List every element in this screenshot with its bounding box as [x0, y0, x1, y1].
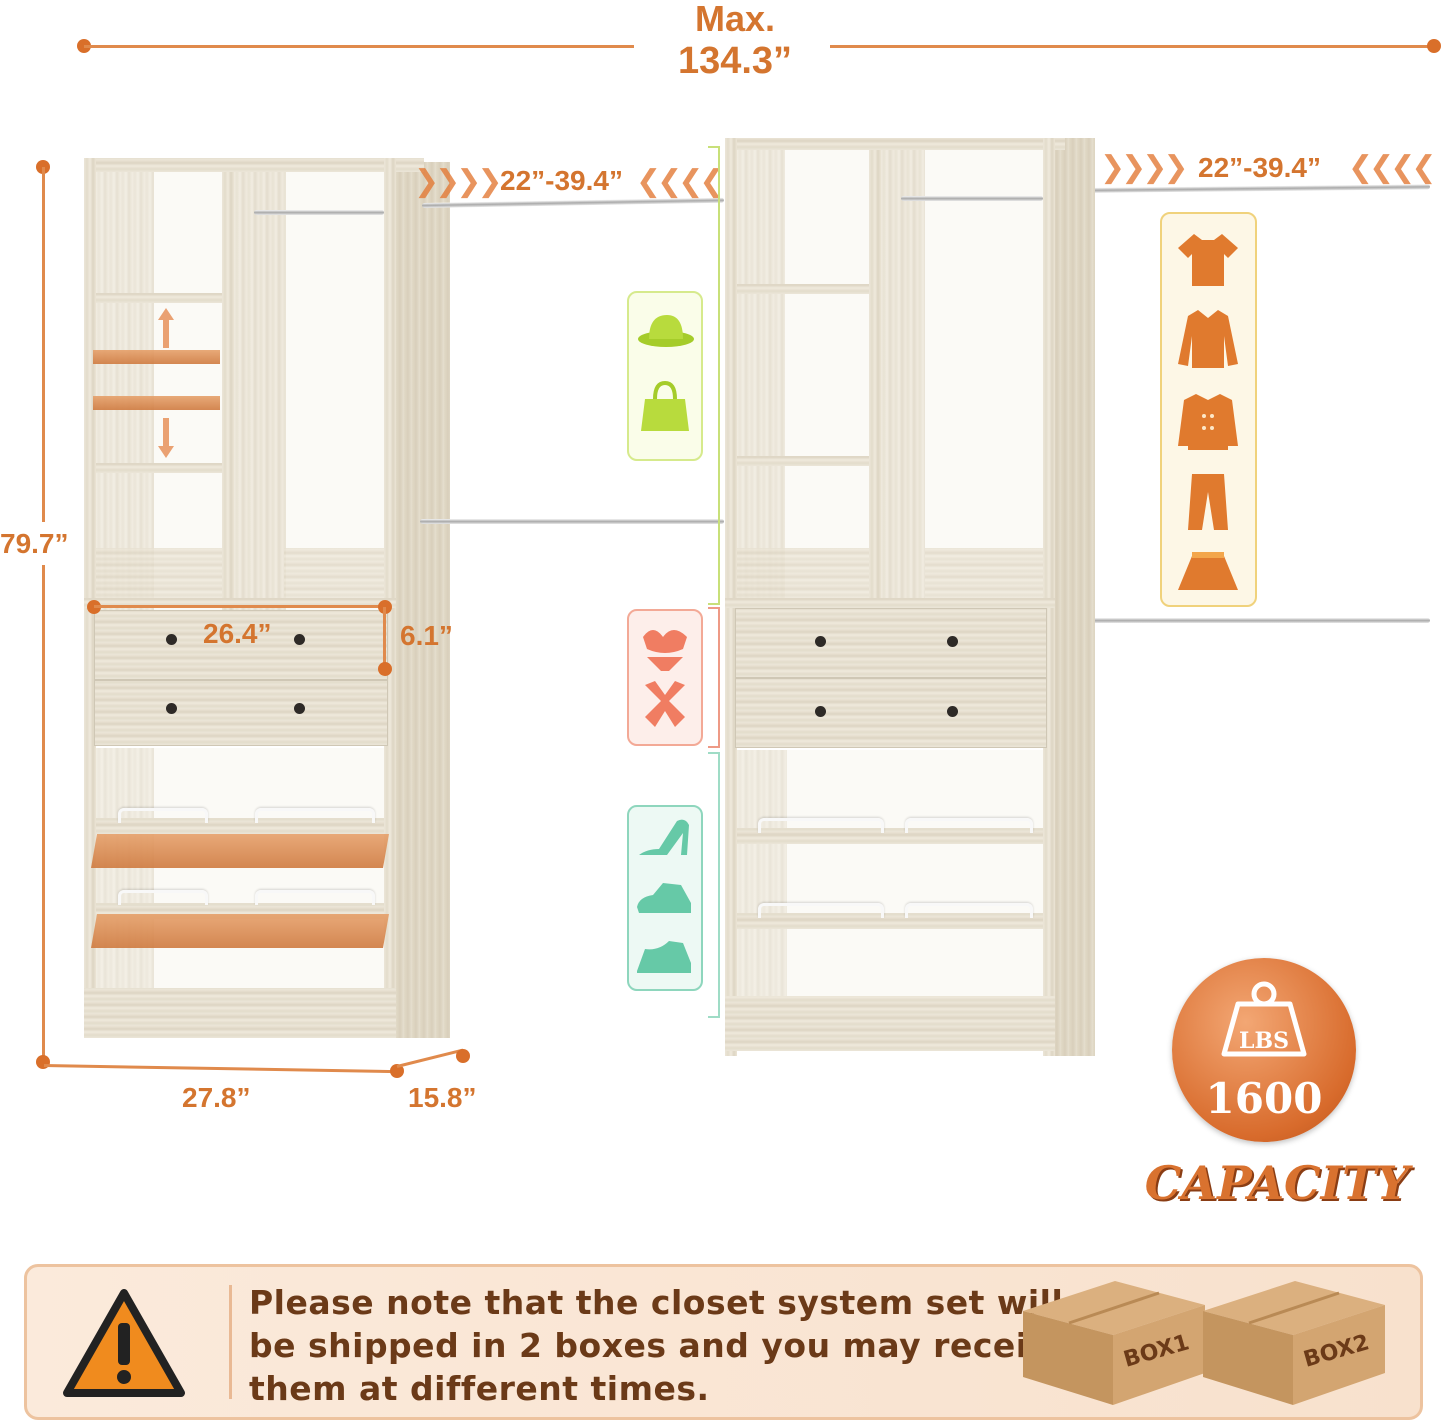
chevron-right-icon: ❯❯❯❯ — [1100, 150, 1189, 185]
chevron-left-icon: ❮❮❮❮ — [1348, 150, 1437, 185]
width-dot-right — [390, 1064, 404, 1078]
warning-icon — [63, 1289, 185, 1397]
weight-icon — [1221, 981, 1307, 1057]
drawer-height-label: 6.1” — [400, 620, 453, 651]
shirt-icon — [1178, 310, 1238, 368]
shoes-bracket — [708, 752, 720, 1018]
notice-line-1: Please note that the closet system set w… — [249, 1283, 1064, 1322]
right-tower — [725, 138, 1095, 1056]
drawer-knob — [815, 706, 826, 717]
skirt-icon — [1178, 552, 1238, 590]
shoes-panel — [627, 805, 703, 991]
drawer-knob — [947, 706, 958, 717]
underwear-bracket — [708, 607, 720, 748]
closet-rod — [1075, 184, 1431, 193]
left-tower — [84, 158, 450, 1038]
up-arrow-icon — [158, 308, 174, 348]
notice-divider — [229, 1285, 232, 1399]
drawer-knob — [166, 634, 177, 645]
down-arrow-icon — [158, 418, 174, 458]
drawer-dim-line — [94, 605, 384, 608]
accessories-bracket — [708, 146, 720, 605]
socks-icon — [645, 681, 685, 727]
tshirt-icon — [1178, 234, 1238, 286]
underwear-panel — [627, 609, 703, 746]
jacket-icon — [1178, 394, 1238, 450]
hanging-clothes-panel — [1160, 212, 1257, 607]
notice-line-3: them at different times. — [249, 1369, 710, 1408]
notice-line-2: be shipped in 2 boxes and you may receiv… — [249, 1326, 1073, 1365]
drawer-knob — [947, 636, 958, 647]
hat-icon — [638, 315, 694, 347]
height-dim-line-bottom — [42, 565, 45, 1060]
depth-dot-right — [456, 1049, 470, 1063]
drawer-knob — [815, 636, 826, 647]
box-1: BOX1 — [1019, 1277, 1209, 1407]
dress-shoe-icon — [637, 883, 691, 913]
heel-icon — [639, 819, 689, 855]
capacity-label: CAPACITY — [1144, 1156, 1410, 1210]
box-2: BOX2 — [1199, 1277, 1389, 1407]
accessories-panel — [627, 291, 703, 461]
depth-label: 15.8” — [408, 1082, 477, 1113]
drawer-dim-dot — [378, 662, 392, 676]
shipping-notice: Please note that the closet system set w… — [24, 1264, 1423, 1420]
adjustable-shelf — [93, 350, 220, 364]
pants-icon — [1188, 474, 1228, 530]
capacity-badge: LBS 1600 — [1172, 958, 1356, 1142]
height-dim-line-top — [42, 167, 45, 522]
adjustable-shoe-shelf — [91, 834, 389, 868]
drawer-width-label: 26.4” — [203, 618, 272, 649]
max-label: Max. — [694, 0, 776, 39]
depth-dim-line — [396, 1048, 464, 1068]
handbag-icon — [641, 380, 689, 431]
drawer-knob — [294, 703, 305, 714]
drawer-height-line — [383, 607, 386, 667]
chevron-right-icon: ❯❯❯❯ — [414, 164, 503, 199]
width-dim-line — [43, 1064, 396, 1074]
capacity-unit: LBS — [1239, 1028, 1289, 1054]
rod-range-right: 22”-39.4” — [1198, 152, 1321, 183]
width-label: 27.8” — [182, 1082, 251, 1113]
max-value: 134.3” — [677, 40, 793, 82]
drawer-knob — [294, 634, 305, 645]
closet-rod — [1076, 618, 1430, 623]
drawer-knob — [166, 703, 177, 714]
chevron-left-icon: ❮❮❮❮ — [636, 164, 725, 199]
bra-icon — [643, 630, 687, 671]
max-dim-line-right — [830, 45, 1434, 48]
adjustable-shoe-shelf — [91, 914, 389, 948]
adjustable-shelf — [93, 396, 220, 410]
max-dim-line-left — [84, 45, 634, 48]
height-label: 79.7” — [0, 528, 69, 559]
capacity-value: 1600 — [1205, 1074, 1323, 1123]
closet-rod — [420, 519, 724, 524]
dim-dot-right — [1427, 39, 1441, 53]
rod-range-left: 22”-39.4” — [500, 165, 623, 196]
closet-rod — [421, 197, 724, 208]
sneaker-icon — [637, 941, 691, 973]
